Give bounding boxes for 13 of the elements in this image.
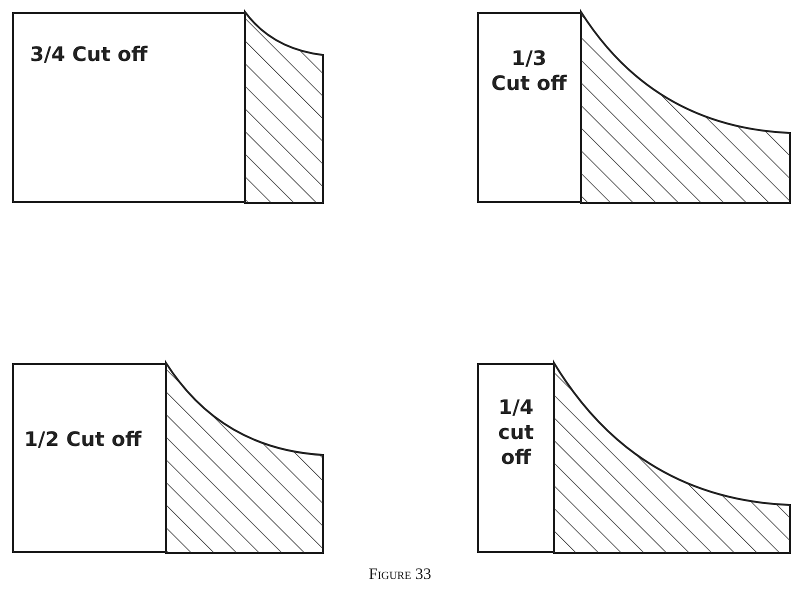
paper-rectangle [12, 363, 167, 553]
hatched-cut-area [165, 362, 324, 554]
hatched-cut-area [553, 362, 791, 554]
fraction-label: 1/4 cut off [497, 395, 535, 470]
fraction-label: 3/4 Cut off [30, 42, 149, 67]
figure-caption: Figure 33 [368, 566, 432, 584]
paper-rectangle [477, 12, 582, 203]
fraction-label: 1/3 Cut off [490, 46, 568, 96]
fraction-label: 1/2 Cut off [24, 427, 143, 452]
hatched-cut-area [244, 11, 324, 204]
paper-rectangle [12, 12, 246, 203]
hatched-cut-area [580, 11, 791, 204]
paper-rectangle [477, 363, 555, 553]
